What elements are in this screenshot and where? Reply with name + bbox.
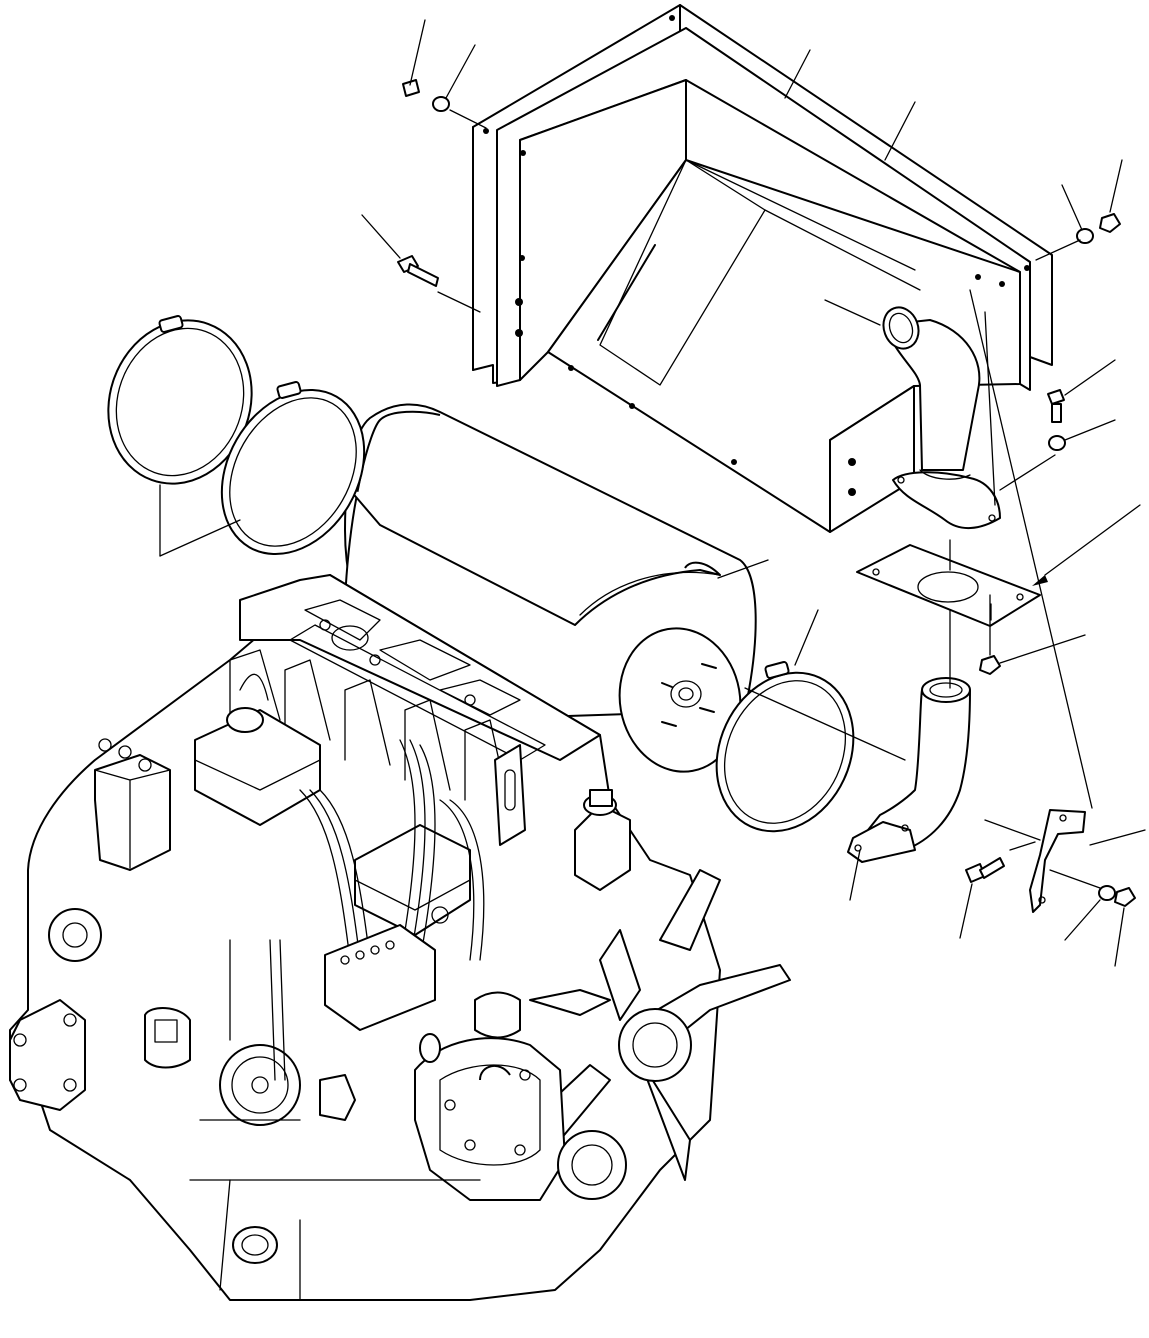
engine [9,574,791,1301]
bolt-icon [965,857,1005,883]
bolt-icon [397,255,439,287]
bolts [397,79,1065,883]
muffler-band-left [107,315,253,485]
nuts [979,213,1136,907]
tail-pipe [882,306,1001,529]
nut-icon [1099,213,1121,233]
washer-icon [1048,435,1066,451]
washers [432,96,1116,901]
nut-icon [979,655,1001,675]
bracket [1029,809,1086,913]
washer-icon [432,96,450,112]
bolt-icon [1047,389,1065,423]
washer-icon [1098,885,1116,901]
bolt-icon [402,79,420,97]
washer-icon [1076,228,1094,244]
gasket [856,544,1041,627]
nut-icon [1114,887,1136,907]
muffler [344,403,757,773]
muffler-band-right [220,381,366,556]
leader-lines [159,19,1146,967]
inlet-elbow [847,677,971,863]
muffler-band-front [715,661,855,833]
